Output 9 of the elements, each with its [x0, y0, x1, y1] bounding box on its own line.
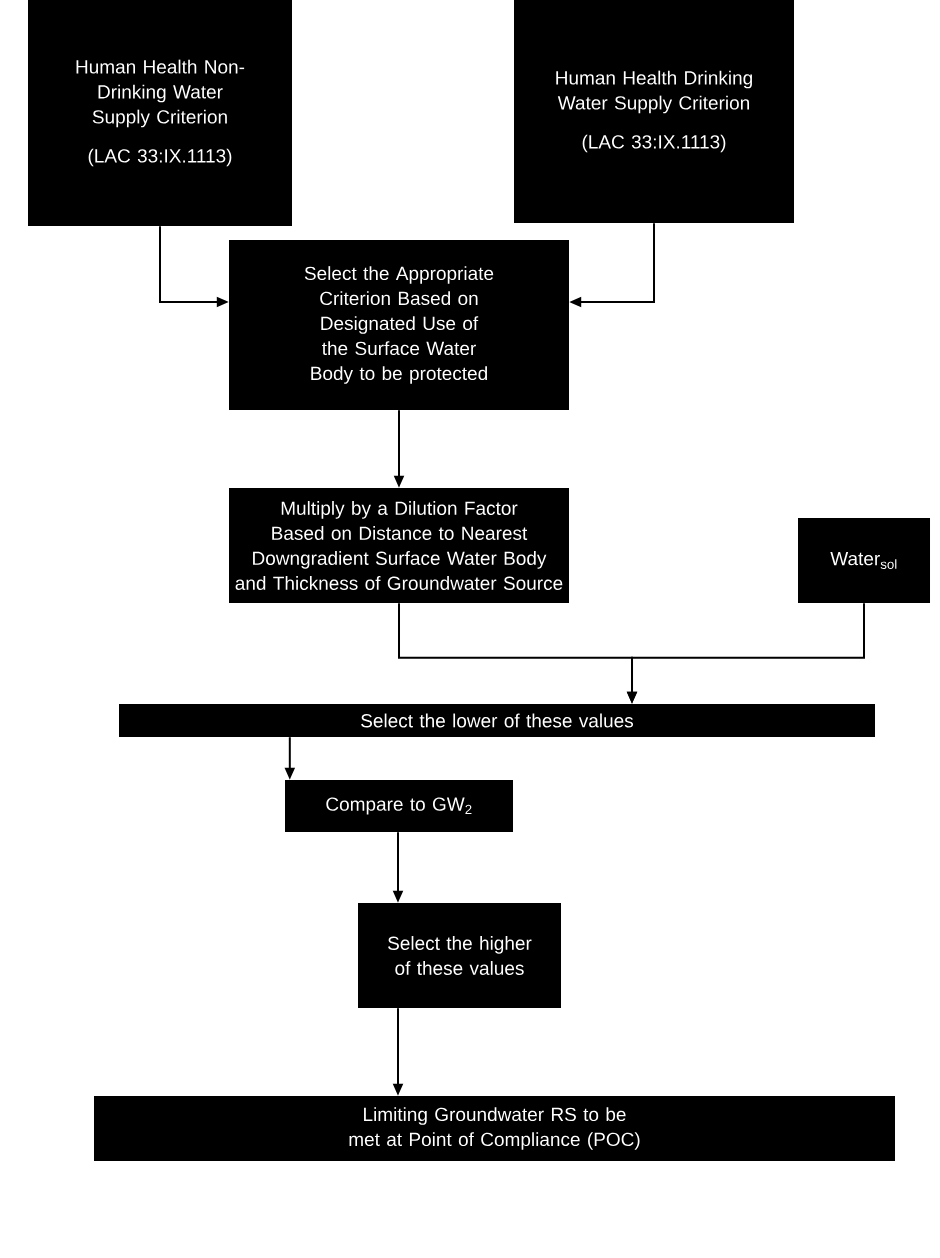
- process-box: Human Health Non-Drinking Water Supply Criterion (LAC 33:IX.1113): [28, 0, 292, 226]
- process-box: Human Health Drinking Water Supply Criterion (LAC 33:IX.1113): [514, 0, 794, 223]
- process-bar: Select the lower of these values: [119, 704, 875, 737]
- process-box: Compare to GW$_{2}$: [285, 780, 513, 832]
- process-box: Select the Appropriate Criterion Based on Designated Use of the Surface Water Body to be protected: [229, 240, 569, 410]
- process-box: Water$_{sol}$: [798, 518, 930, 603]
- process-box: Select the higher of these values: [358, 903, 561, 1008]
- process-box: Multiply by a Dilution Factor Based on Distance to Nearest Downgradient Surface Water Body and Thickness of Groundwater Source: [229, 488, 569, 603]
- process-box: Limiting Groundwater RS to be met at Point of Compliance (POC): [94, 1096, 895, 1161]
